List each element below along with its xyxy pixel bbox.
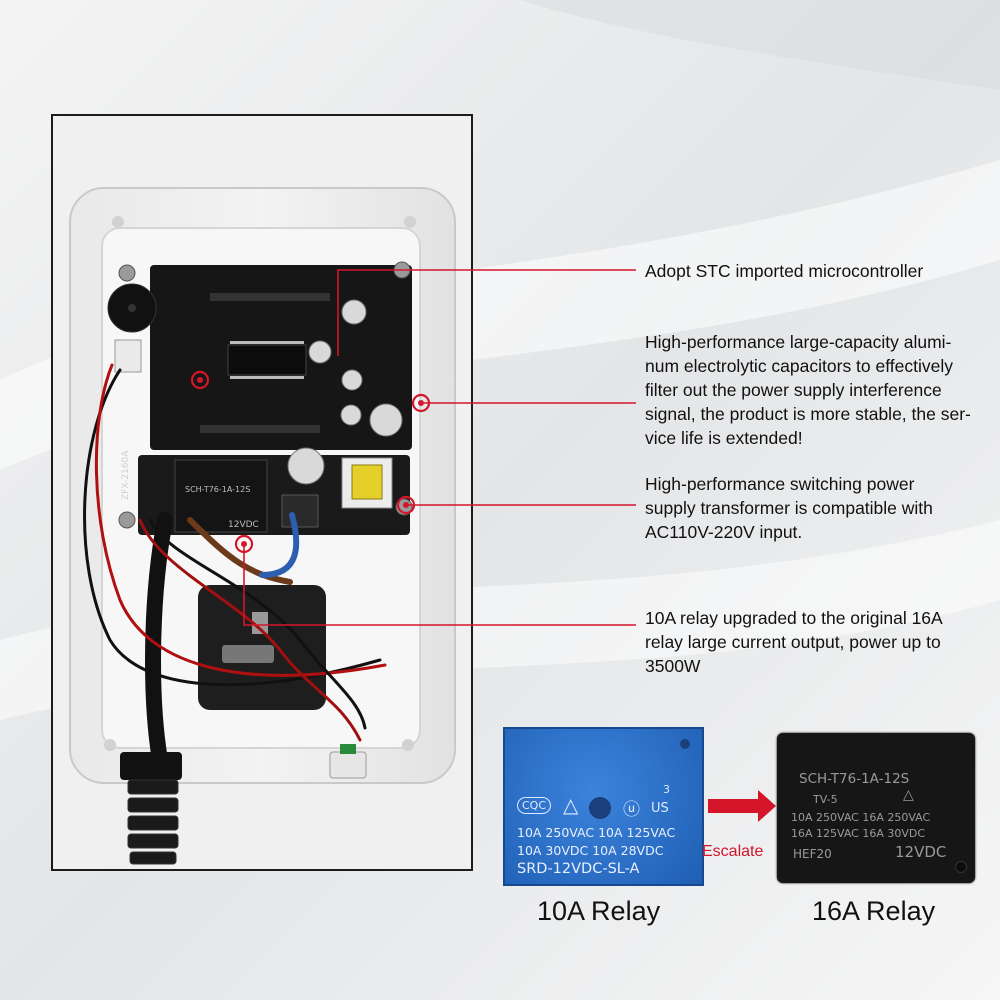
callout-relay: 10A relay upgraded to the original 16A r… xyxy=(645,606,995,678)
callout-cap-line: signal, the product is more stable, the … xyxy=(645,404,971,424)
old-relay-cert-us: US xyxy=(651,801,669,816)
new-relay-rating-1: 10A 250VAC 16A 250VAC xyxy=(791,811,931,824)
new-relay-model: SCH-T76-1A-12S xyxy=(799,771,910,787)
cqc-mark-icon: CQC xyxy=(517,797,552,814)
callout-transformer: High-performance switching power supply … xyxy=(645,472,995,544)
new-relay-code: HEF20 xyxy=(793,847,832,861)
old-relay-rating-2: 10A 30VDC 10A 28VDC xyxy=(517,843,664,858)
new-relay-label: 16A Relay xyxy=(812,896,936,926)
callout-cap-line: num electrolytic capacitors to effective… xyxy=(645,356,954,376)
ul-mark-icon: ⓤ xyxy=(623,800,640,820)
warning-triangle-icon: △ xyxy=(563,793,579,817)
board-relay-model: SCH-T76-1A-12S xyxy=(185,485,250,494)
old-relay-photo: CQC △ 3 ⓤ US 10A 250VAC 10A 125VAC 10A 3… xyxy=(503,727,704,886)
callout-relay-line: 10A relay upgraded to the original 16A xyxy=(645,608,943,628)
old-relay-model: SRD-12VDC-SL-A xyxy=(517,861,640,877)
new-relay-rating-2: 16A 125VAC 16A 30VDC xyxy=(791,827,926,840)
callout-transformer-line: High-performance switching power xyxy=(645,474,915,494)
callout-cap-line: filter out the power supply interference xyxy=(645,380,942,400)
callout-capacitors: High-performance large-capacity alumi- n… xyxy=(645,330,995,450)
new-relay-photo: SCH-T76-1A-12S TV-5 △ 10A 250VAC 16A 250… xyxy=(777,733,975,883)
old-relay-rating-1: 10A 250VAC 10A 125VAC xyxy=(517,825,676,840)
board-silk-model: ZFX-2160A xyxy=(121,450,131,500)
new-relay-cert: TV-5 xyxy=(813,793,838,806)
new-relay-voltage: 12VDC xyxy=(895,843,947,861)
callout-transformer-line: AC110V-220V input. xyxy=(645,522,803,542)
board-relay-voltage: 12VDC xyxy=(228,520,259,530)
new-relay-warning-icon: △ xyxy=(903,787,914,803)
callout-transformer-line: supply transformer is compatible with xyxy=(645,498,933,518)
callout-microcontroller: Adopt STC imported microcontroller xyxy=(645,259,995,283)
callout-cap-line: High-performance large-capacity alumi- xyxy=(645,332,952,352)
escalate-label: Escalate xyxy=(702,843,764,860)
callout-mcu-text: Adopt STC imported microcontroller xyxy=(645,261,924,281)
callout-relay-line: 3500W xyxy=(645,656,701,676)
old-relay-cert-num: 3 xyxy=(663,783,670,796)
old-relay-label: 10A Relay xyxy=(537,896,661,926)
callout-cap-line: vice life is extended! xyxy=(645,428,803,448)
callout-relay-line: relay large current output, power up to xyxy=(645,632,941,652)
